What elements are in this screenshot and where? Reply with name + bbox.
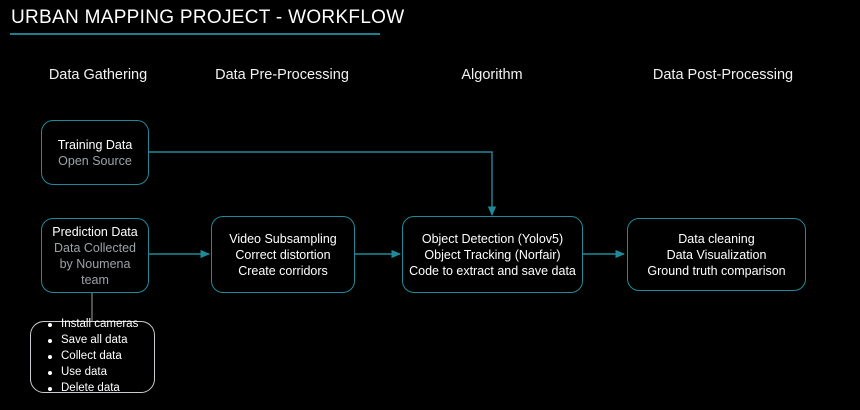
node-algorithm[interactable]: Object Detection (Yolov5) Object Trackin…	[402, 216, 583, 293]
list-item: Install cameras	[47, 317, 138, 333]
node-task-list[interactable]: Install cameras Save all data Collect da…	[30, 318, 155, 394]
node-post-processing-line1: Data cleaning	[678, 231, 755, 246]
node-prediction-data-line3: by Noumena	[59, 256, 131, 271]
column-header-data-pre-processing: Data Pre-Processing	[215, 67, 349, 83]
list-item: Delete data	[47, 381, 138, 397]
task-list: Install cameras Save all data Collect da…	[41, 317, 138, 396]
list-item: Use data	[47, 365, 138, 381]
column-header-data-gathering: Data Gathering	[48, 67, 148, 83]
node-prediction-data-line2: Data Collected	[54, 240, 136, 255]
node-prediction-data[interactable]: Prediction Data Data Collected by Noumen…	[41, 218, 149, 293]
node-training-data-title: Training Data	[57, 137, 133, 152]
column-header-algorithm: Algorithm	[461, 67, 523, 83]
title-underline	[10, 33, 380, 35]
list-item: Collect data	[47, 349, 138, 365]
node-algorithm-line2: Object Tracking (Norfair)	[424, 247, 561, 262]
node-algorithm-line3: Code to extract and save data	[409, 263, 576, 278]
node-pre-processing-line2: Correct distortion	[235, 247, 331, 262]
page-title: URBAN MAPPING PROJECT - WORKFLOW	[11, 7, 405, 28]
list-item: Save all data	[47, 333, 138, 349]
node-post-processing-line2: Data Visualization	[666, 247, 767, 262]
node-post-processing-line3: Ground truth comparison	[647, 263, 786, 278]
node-training-data-subtitle: Open Source	[58, 153, 132, 168]
node-pre-processing[interactable]: Video Subsampling Correct distortion Cre…	[211, 216, 355, 293]
node-training-data[interactable]: Training Data Open Source	[41, 120, 149, 185]
node-prediction-data-title: Prediction Data	[52, 224, 138, 239]
node-post-processing[interactable]: Data cleaning Data Visualization Ground …	[627, 218, 806, 291]
node-algorithm-line1: Object Detection (Yolov5)	[421, 231, 564, 246]
node-pre-processing-line1: Video Subsampling	[229, 231, 337, 246]
connector-training-to-algorithm	[149, 151, 497, 217]
node-pre-processing-line3: Create corridors	[238, 263, 328, 278]
column-header-data-post-processing: Data Post-Processing	[652, 67, 794, 83]
node-prediction-data-line4: team	[81, 272, 109, 287]
